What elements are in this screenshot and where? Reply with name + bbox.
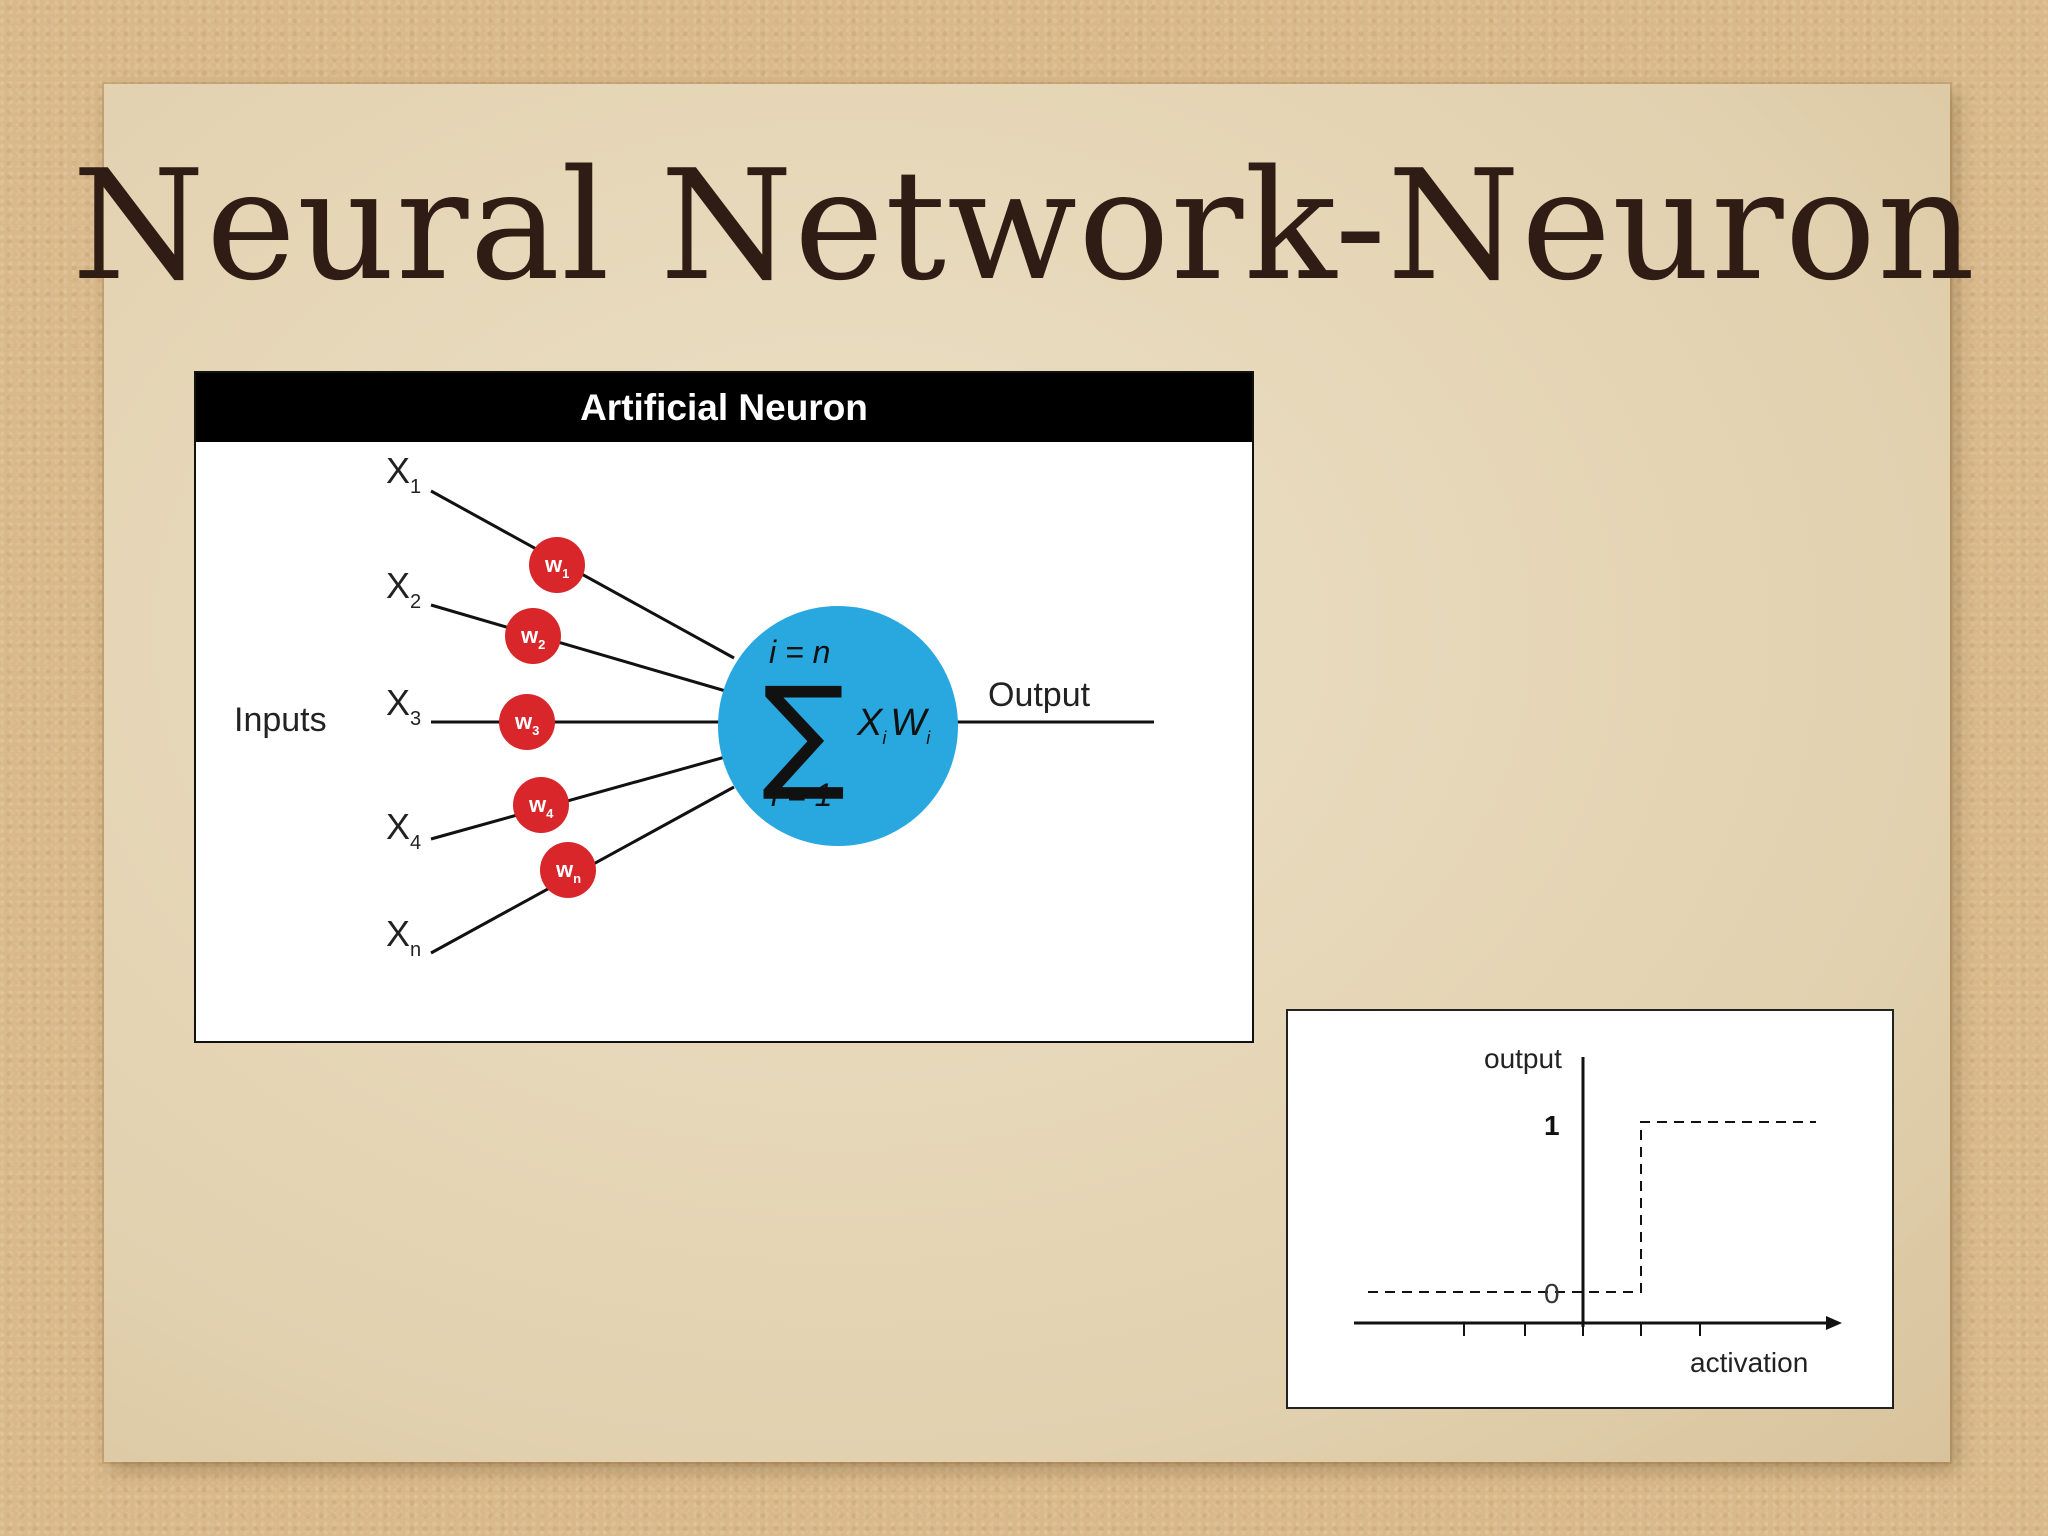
sum-lower-limit: i = 1 (771, 777, 832, 813)
sum-symbol: ∑ (762, 661, 846, 805)
weight-node-n (540, 842, 596, 898)
input-label-n: Xn (386, 913, 421, 961)
slide-title: Neural Network-Neuron (71, 137, 1977, 314)
input-line-4 (430, 752, 737, 841)
y-tick-one: 1 (1544, 1110, 1560, 1141)
step-function-svg: output activation 1 0 (1354, 1043, 1842, 1378)
inputs-label: Inputs (234, 701, 327, 739)
neuron-diagram-svg: w1 w2 w3 w4 wn X1 X2 X3 X4 Xn Inputs Out… (234, 450, 1154, 961)
artificial-neuron-diagram: Artificial Neuron w1 w2 w3 w4 wn X1 X2 X… (194, 371, 1254, 1043)
input-label-4: X4 (386, 806, 421, 854)
diagram-header: Artificial Neuron (196, 373, 1252, 442)
output-label: Output (988, 676, 1091, 714)
y-axis-label: output (1484, 1043, 1562, 1074)
x-axis-arrowhead (1826, 1316, 1842, 1330)
input-label-1: X1 (386, 450, 421, 498)
weight-node-2 (505, 608, 561, 664)
weight-label-2: w2 (520, 623, 545, 652)
sum-upper-limit: i = n (769, 634, 830, 670)
step-function-curve (1368, 1121, 1816, 1293)
weight-label-3: w3 (514, 709, 539, 738)
y-tick-zero: 0 (1544, 1278, 1560, 1309)
step-function-graph: output activation 1 0 (1286, 1009, 1894, 1409)
weight-label-1: w1 (544, 552, 569, 581)
x-axis-label: activation (1690, 1347, 1808, 1378)
weight-node-3 (499, 694, 555, 750)
input-label-3: X3 (386, 682, 421, 730)
neuron-body (718, 606, 958, 846)
weight-node-1 (529, 537, 585, 593)
weight-node-4 (513, 777, 569, 833)
input-label-2: X2 (386, 565, 421, 613)
weight-label-4: w4 (528, 792, 554, 821)
input-line-2 (430, 603, 737, 696)
weight-label-n: wn (555, 857, 581, 886)
